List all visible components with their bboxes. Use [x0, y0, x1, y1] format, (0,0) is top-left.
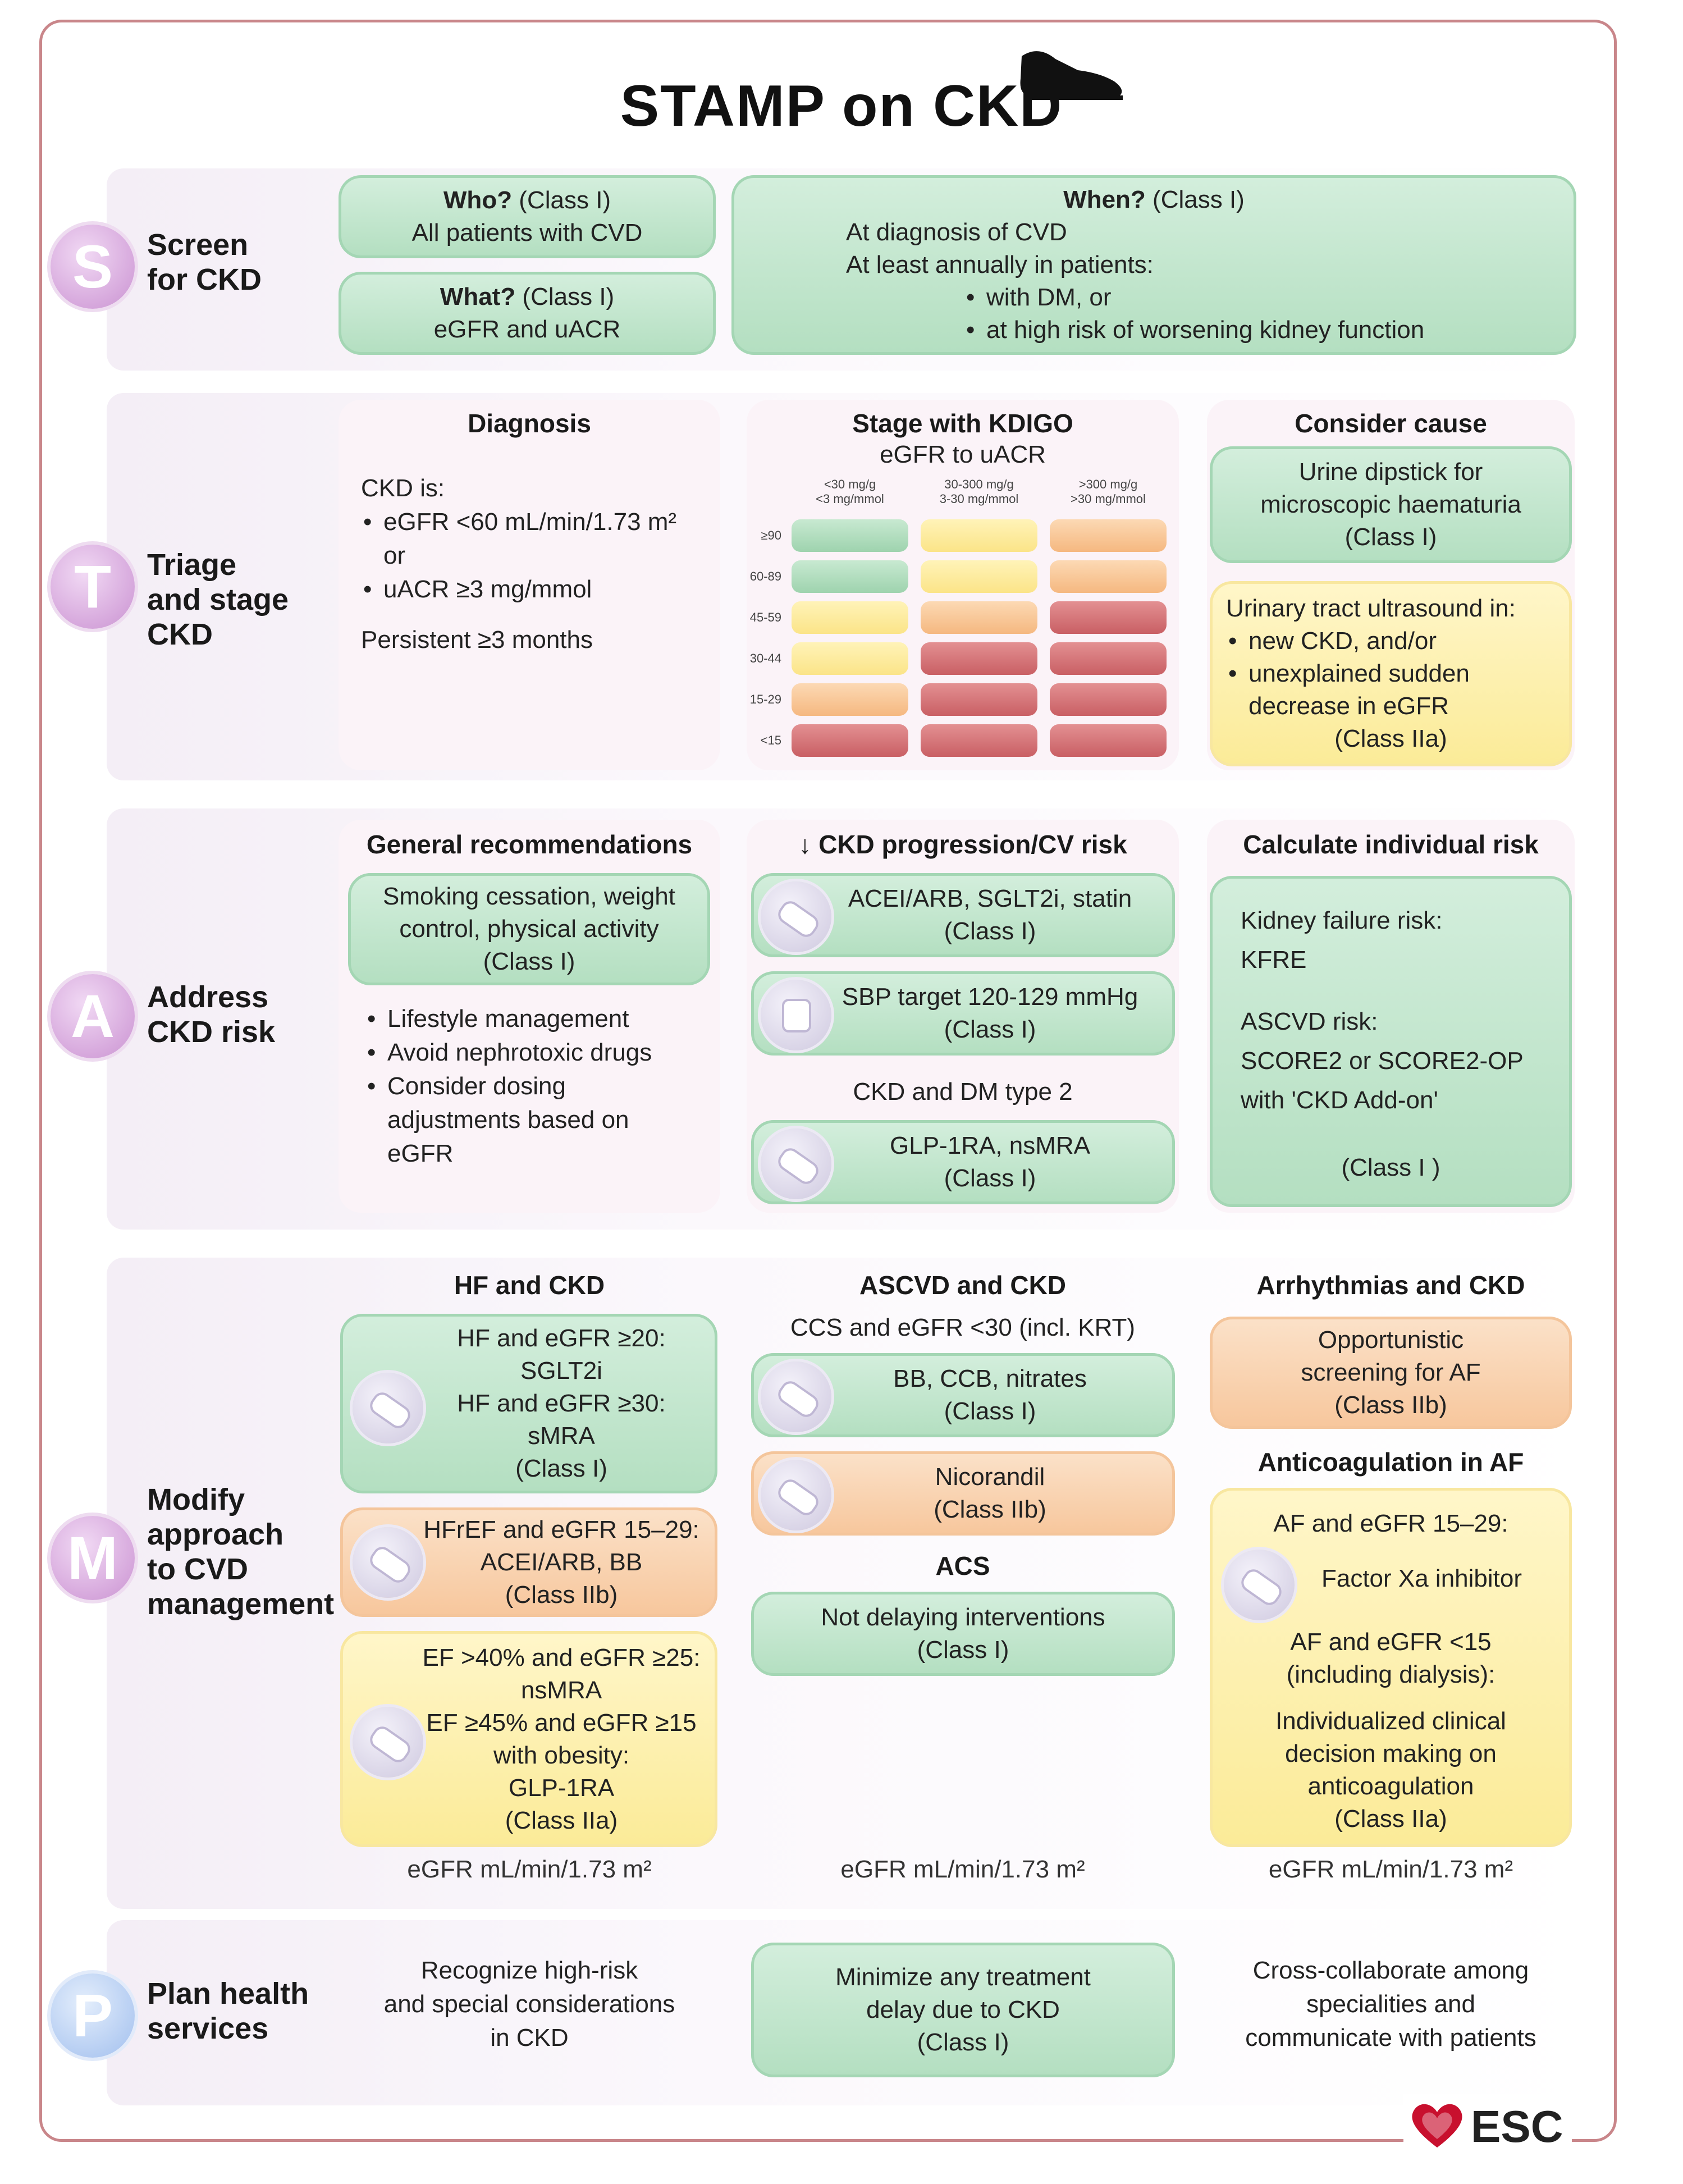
kdigo-row-label: 45-59 [749, 610, 781, 624]
ultrasound-box: Urinary tract ultrasound in: new CKD, an… [1210, 581, 1572, 766]
kdigo-cell [921, 683, 1037, 716]
pill-icon [1224, 1550, 1295, 1620]
arrhythmia-heading: Arrhythmias and CKD [1256, 1271, 1525, 1300]
calc-heading: Calculate individual risk [1243, 830, 1539, 859]
kdigo-cell [1050, 519, 1167, 552]
general-heading: General recommendations [366, 830, 693, 859]
what-box: What? (Class I) eGFR and uACR [339, 272, 716, 355]
egfr-unit-label: eGFR mL/min/1.73 m² [1268, 1856, 1513, 1883]
who-box: Who? (Class I) All patients with CVD [339, 175, 716, 258]
step-letter-t: T [51, 545, 135, 629]
kdigo-cell [1050, 560, 1167, 593]
kdigo-row-label: 30-44 [749, 651, 781, 665]
kdigo-cell [921, 642, 1037, 675]
kdigo-cell [792, 642, 908, 675]
anticoag-heading: Anticoagulation in AF [1257, 1447, 1524, 1477]
kdigo-row-label: 15-29 [749, 692, 781, 706]
pill-icon [761, 1128, 831, 1199]
kdigo-subheading: eGFR to uACR [880, 441, 1046, 468]
kdigo-cell [792, 519, 908, 552]
step-letter-a: A [51, 974, 135, 1058]
esc-logo: ESC [1403, 2094, 1572, 2156]
kdigo-cell [792, 560, 908, 593]
anticoag-box: AF and eGFR 15–29: Factor Xa inhibitor A… [1210, 1488, 1572, 1847]
kdigo-cell [1050, 642, 1167, 675]
pill-icon [353, 1527, 423, 1598]
blood-pressure-icon [761, 980, 831, 1050]
cause-heading: Consider cause [1295, 409, 1487, 438]
interventions-box: Not delaying interventions(Class I) [751, 1592, 1175, 1676]
pill-icon [353, 1707, 423, 1778]
kdigo-cell [1050, 724, 1167, 757]
ascvd-heading: ASCVD and CKD [859, 1271, 1067, 1300]
kdigo-row-label: ≥90 [761, 528, 781, 542]
kdigo-cell [921, 519, 1037, 552]
step-letter-p: P [51, 1973, 135, 2058]
kdigo-cell [1050, 601, 1167, 634]
kdigo-col-label: <30 mg/g <3 mg/mmol [816, 477, 884, 506]
diagnosis-text: CKD is: eGFR <60 mL/min/1.73 m² or uACR … [361, 472, 720, 657]
kdigo-cell [921, 560, 1037, 593]
hf-heading: HF and CKD [454, 1271, 605, 1300]
page-title: STAMP on CKD [620, 74, 1063, 139]
acs-heading: ACS [935, 1551, 990, 1580]
kdigo-cell [1050, 683, 1167, 716]
kdigo-cell [792, 683, 908, 716]
ccs-label: CCS and eGFR <30 (incl. KRT) [790, 1314, 1136, 1341]
pill-icon [761, 881, 831, 952]
egfr-unit-label: eGFR mL/min/1.73 m² [840, 1856, 1085, 1883]
outer-frame [39, 20, 1617, 2142]
kdigo-row-label: 60-89 [749, 569, 781, 583]
kdigo-cell [792, 724, 908, 757]
progression-heading: ↓ CKD progression/CV risk [798, 830, 1127, 859]
step-letter-m: M [51, 1516, 135, 1600]
sbp-box: SBP target 120-129 mmHg(Class I) [751, 971, 1175, 1056]
kdigo-heading: Stage with KDIGO [852, 409, 1073, 438]
pill-icon [353, 1373, 423, 1443]
pill-icon [761, 1361, 831, 1432]
egfr-unit-label: eGFR mL/min/1.73 m² [407, 1856, 652, 1883]
ckd-dm-label: CKD and DM type 2 [853, 1078, 1073, 1105]
kdigo-cell [921, 601, 1037, 634]
kdigo-col-label: 30-300 mg/g 3-30 mg/mmol [939, 477, 1019, 506]
kdigo-cell [792, 601, 908, 634]
general-bullets: Lifestyle management Avoid nephrotoxic d… [365, 1002, 713, 1171]
kdigo-col-label: >300 mg/g >30 mg/mmol [1071, 477, 1146, 506]
running-shoe-icon [1020, 51, 1123, 100]
diagnosis-heading: Diagnosis [468, 409, 591, 438]
step-letter-s: S [51, 225, 135, 309]
esc-brand-text: ESC [1471, 2101, 1563, 2151]
risk-calc-box: Kidney failure risk: KFRE ASCVD risk: SC… [1210, 876, 1572, 1207]
kdigo-cell [921, 724, 1037, 757]
heart-icon [1412, 2104, 1462, 2148]
pill-icon [761, 1460, 831, 1530]
when-box: When? (Class I) At diagnosis of CVD At l… [731, 175, 1576, 355]
kdigo-row-label: <15 [760, 733, 781, 747]
